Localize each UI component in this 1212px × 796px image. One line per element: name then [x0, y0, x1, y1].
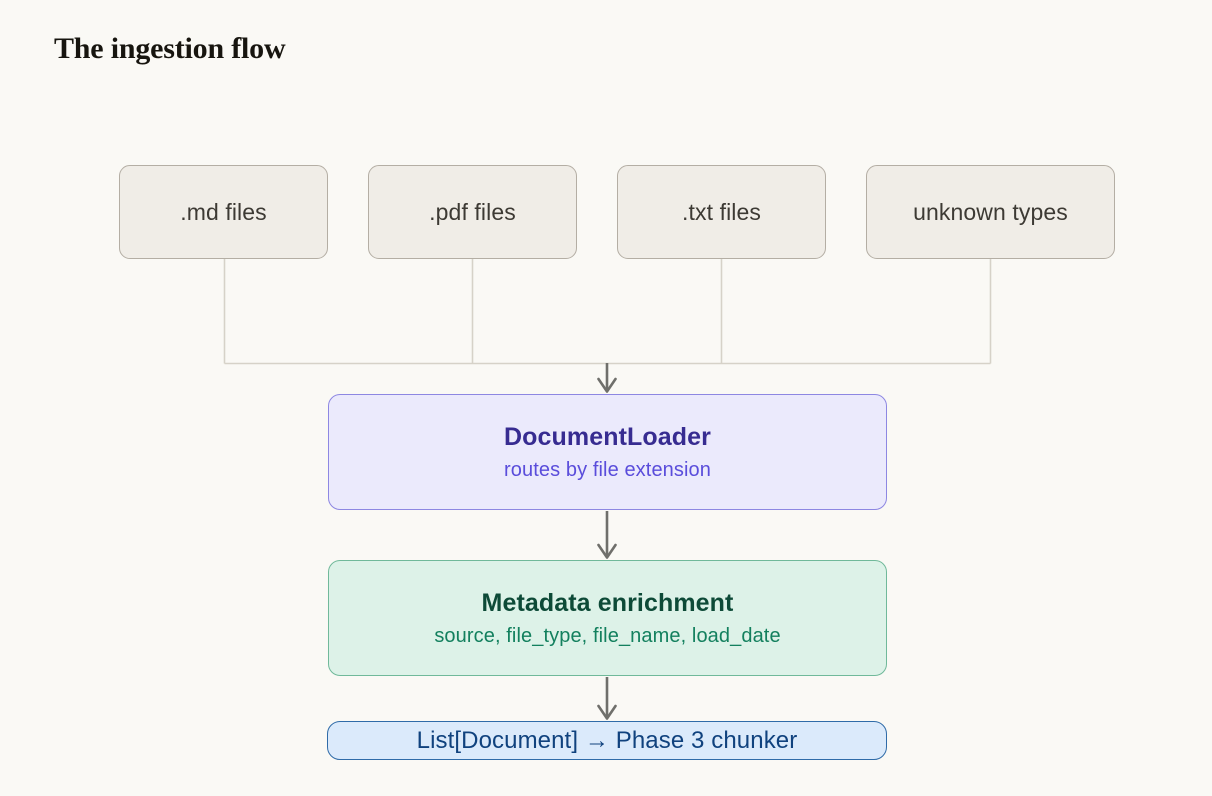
source-box-pdf[interactable]: .pdf files	[368, 165, 577, 259]
source-label-pdf: .pdf files	[429, 198, 516, 225]
source-box-md[interactable]: .md files	[119, 165, 328, 259]
output-label: List[Document] → Phase 3 chunker	[416, 726, 798, 754]
source-box-unknown[interactable]: unknown types	[866, 165, 1115, 259]
arrow-loader-to-metadata	[597, 511, 617, 559]
stage-title-document-loader: DocumentLoader	[504, 422, 711, 451]
output-box-list-document[interactable]: List[Document] → Phase 3 chunker	[327, 721, 887, 760]
source-label-md: .md files	[180, 198, 267, 225]
stage-title-metadata-enrichment: Metadata enrichment	[481, 588, 734, 617]
edge-sources-to-loader	[223, 259, 992, 365]
stage-box-metadata-enrichment[interactable]: Metadata enrichment source, file_type, f…	[328, 560, 887, 676]
arrow-metadata-to-output	[597, 677, 617, 720]
stage-box-document-loader[interactable]: DocumentLoader routes by file extension	[328, 394, 887, 510]
source-label-txt: .txt files	[682, 198, 761, 225]
stage-subtitle-document-loader: routes by file extension	[504, 458, 711, 481]
stage-subtitle-metadata-enrichment: source, file_type, file_name, load_date	[434, 624, 781, 647]
source-label-unknown: unknown types	[913, 198, 1068, 225]
arrow-rail-to-loader	[597, 363, 617, 393]
source-box-txt[interactable]: .txt files	[617, 165, 826, 259]
page-title: The ingestion flow	[54, 32, 286, 65]
